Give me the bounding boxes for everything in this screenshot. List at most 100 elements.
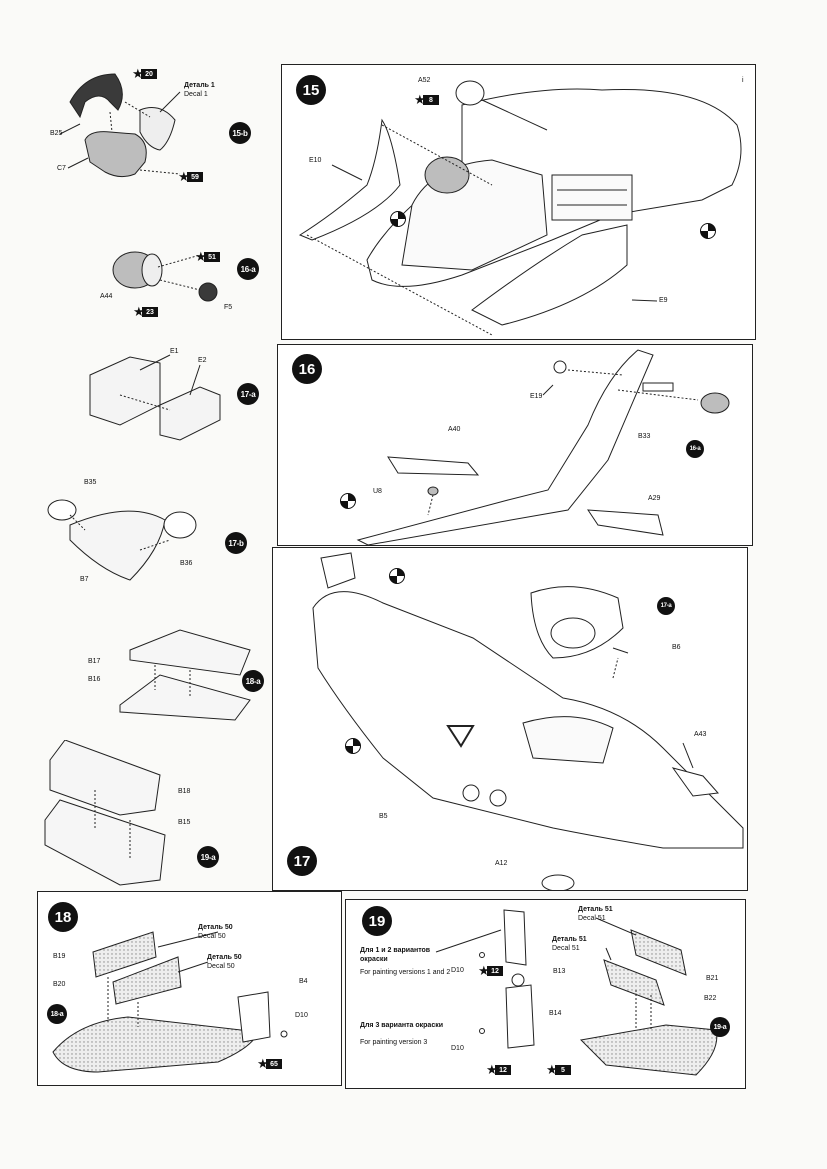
part-label-u8: U8 xyxy=(373,488,382,495)
paint-marker-59: ★59 xyxy=(178,170,204,184)
ref-badge-17a: 17-a xyxy=(657,597,675,615)
part-label-b14: B14 xyxy=(549,1010,562,1017)
substep-badge-17a: 17-a xyxy=(237,383,259,405)
decal-50-label-en-1: Decal 50 xyxy=(198,933,226,940)
paint-marker-51: ★51 xyxy=(195,250,221,264)
decal-51-label-en-2: Decal 51 xyxy=(552,945,580,952)
part-label-e2: E2 xyxy=(198,357,207,364)
step-18-panel: 18 Деталь 50 Decal 50 Деталь 50 Decal 50… xyxy=(37,891,342,1086)
canopy-section-drawing xyxy=(47,499,197,581)
view-roundel-15a xyxy=(390,211,406,227)
paint-marker-8: ★8 xyxy=(414,93,440,107)
substep-16a-figure xyxy=(100,245,230,315)
step-badge-18: 18 xyxy=(48,902,78,932)
part-label-b36: B36 xyxy=(180,560,193,567)
decal-1-label-ru: Деталь 1 xyxy=(184,82,215,89)
part-label-c7: C7 xyxy=(57,165,66,172)
part-label-b21: B21 xyxy=(706,975,719,982)
view-roundel-16 xyxy=(340,493,356,509)
decal-50-label-en-2: Decal 50 xyxy=(207,963,235,970)
part-label-b13: B13 xyxy=(553,968,566,975)
exhaust-nozzle-drawing xyxy=(112,251,218,302)
part-label-d10-a: D10 xyxy=(451,967,464,974)
step-17-panel: 17 B6 A43 B5 A12 17-a xyxy=(272,547,748,891)
part-label-e9: E9 xyxy=(659,297,668,304)
part-label-f5: F5 xyxy=(224,304,233,311)
part-label-a43: A43 xyxy=(694,731,707,738)
part-label-b25: B25 xyxy=(50,130,63,137)
paint-marker-12-a: ★12 xyxy=(478,964,504,978)
versions-1-2-label-ru: Для 1 и 2 вариантов окраски xyxy=(360,947,431,963)
substep-badge-18a: 18-a xyxy=(242,670,264,692)
part-label-d10: D10 xyxy=(295,1012,308,1019)
ref-badge-16a: 16-a xyxy=(686,440,704,458)
substep-17b-figure xyxy=(40,480,240,590)
part-label-b15: B15 xyxy=(178,819,191,826)
cockpit-assembly-drawing xyxy=(298,80,742,336)
version-3-label-en: For painting version 3 xyxy=(360,1039,428,1046)
tail-boom-assembly-drawing xyxy=(356,349,730,545)
part-label-b22: B22 xyxy=(704,995,717,1002)
part-label-b7: B7 xyxy=(80,576,89,583)
decal-51-label-ru-2: Деталь 51 xyxy=(552,936,587,943)
part-label-e19: E19 xyxy=(530,393,543,400)
decal-51-label-ru-1: Деталь 51 xyxy=(578,906,613,913)
substep-19a-figure xyxy=(40,739,230,890)
step-badge-17: 17 xyxy=(287,846,317,876)
view-roundel-17a xyxy=(389,568,405,584)
decal-50-label-ru-1: Деталь 50 xyxy=(198,924,233,931)
substep-17a-figure xyxy=(80,345,240,445)
weapon-pylon-assembly-drawing xyxy=(52,931,288,1073)
part-label-b6: B6 xyxy=(672,644,681,651)
wing-half-drawing xyxy=(44,739,166,886)
part-label-b16: B16 xyxy=(88,676,101,683)
paint-marker-5: ★5 xyxy=(546,1063,572,1077)
part-label-a40: A40 xyxy=(448,426,461,433)
ref-badge-19a: 19-a xyxy=(710,1017,730,1037)
paint-marker-65: ★65 xyxy=(257,1057,283,1071)
stub-wing-drawing xyxy=(119,629,251,721)
engine-cowl-assembly-drawing xyxy=(59,73,181,178)
step-15-panel: 15 A52 ★8 E10 E9 i xyxy=(281,64,756,340)
part-label-a29: A29 xyxy=(648,495,661,502)
view-roundel-15b xyxy=(700,223,716,239)
part-label-e1: E1 xyxy=(170,348,179,355)
decal-50-label-ru-2: Деталь 50 xyxy=(207,954,242,961)
decal-51-label-en-1: Decal 51 xyxy=(578,915,606,922)
versions-1-2-label-en: For painting versions 1 and 2 xyxy=(360,969,451,976)
part-label-b17: B17 xyxy=(88,658,101,665)
part-label-b5: B5 xyxy=(379,813,388,820)
weapon-pylon-alt-assembly-drawing xyxy=(435,909,718,1076)
version-3-label-ru: Для 3 варианта окраски xyxy=(360,1022,444,1029)
substep-18a-figure xyxy=(100,620,260,730)
part-label-a44: A44 xyxy=(100,293,113,300)
step-19-panel: 19 Деталь 51 Decal 51 Деталь 51 Decal 51… xyxy=(345,899,746,1089)
part-label-a52: A52 xyxy=(418,77,431,84)
substep-badge-15b: 15-b xyxy=(229,122,251,144)
part-label-b33: B33 xyxy=(638,433,651,440)
decal-1-label-en: Decal 1 xyxy=(184,91,208,98)
step-badge-16: 16 xyxy=(292,354,322,384)
part-label-b18: B18 xyxy=(178,788,191,795)
ref-badge-18a: 18-a xyxy=(47,1004,67,1024)
part-label-b35: B35 xyxy=(84,479,97,486)
part-label-b20: B20 xyxy=(53,981,66,988)
part-label-e10: E10 xyxy=(309,157,322,164)
substep-badge-16a: 16-a xyxy=(237,258,259,280)
paint-marker-20: ★20 xyxy=(132,67,158,81)
substep-15b-figure xyxy=(40,62,270,192)
substep-badge-17b: 17-b xyxy=(225,532,247,554)
part-label-a12: A12 xyxy=(495,860,508,867)
step-16-panel: 16 E19 B33 A40 U8 A29 16-a xyxy=(277,344,753,546)
roman-mark: i xyxy=(742,77,744,84)
substep-badge-19a: 19-a xyxy=(197,846,219,868)
step-badge-19: 19 xyxy=(362,906,392,936)
view-roundel-17b xyxy=(345,738,361,754)
part-label-b19: B19 xyxy=(53,953,66,960)
fuselage-panel-drawing xyxy=(89,354,221,441)
paint-marker-23: ★23 xyxy=(133,305,159,319)
part-label-d10-b: D10 xyxy=(451,1045,464,1052)
step-badge-15: 15 xyxy=(296,75,326,105)
fuselage-assembly-drawing xyxy=(312,552,744,890)
